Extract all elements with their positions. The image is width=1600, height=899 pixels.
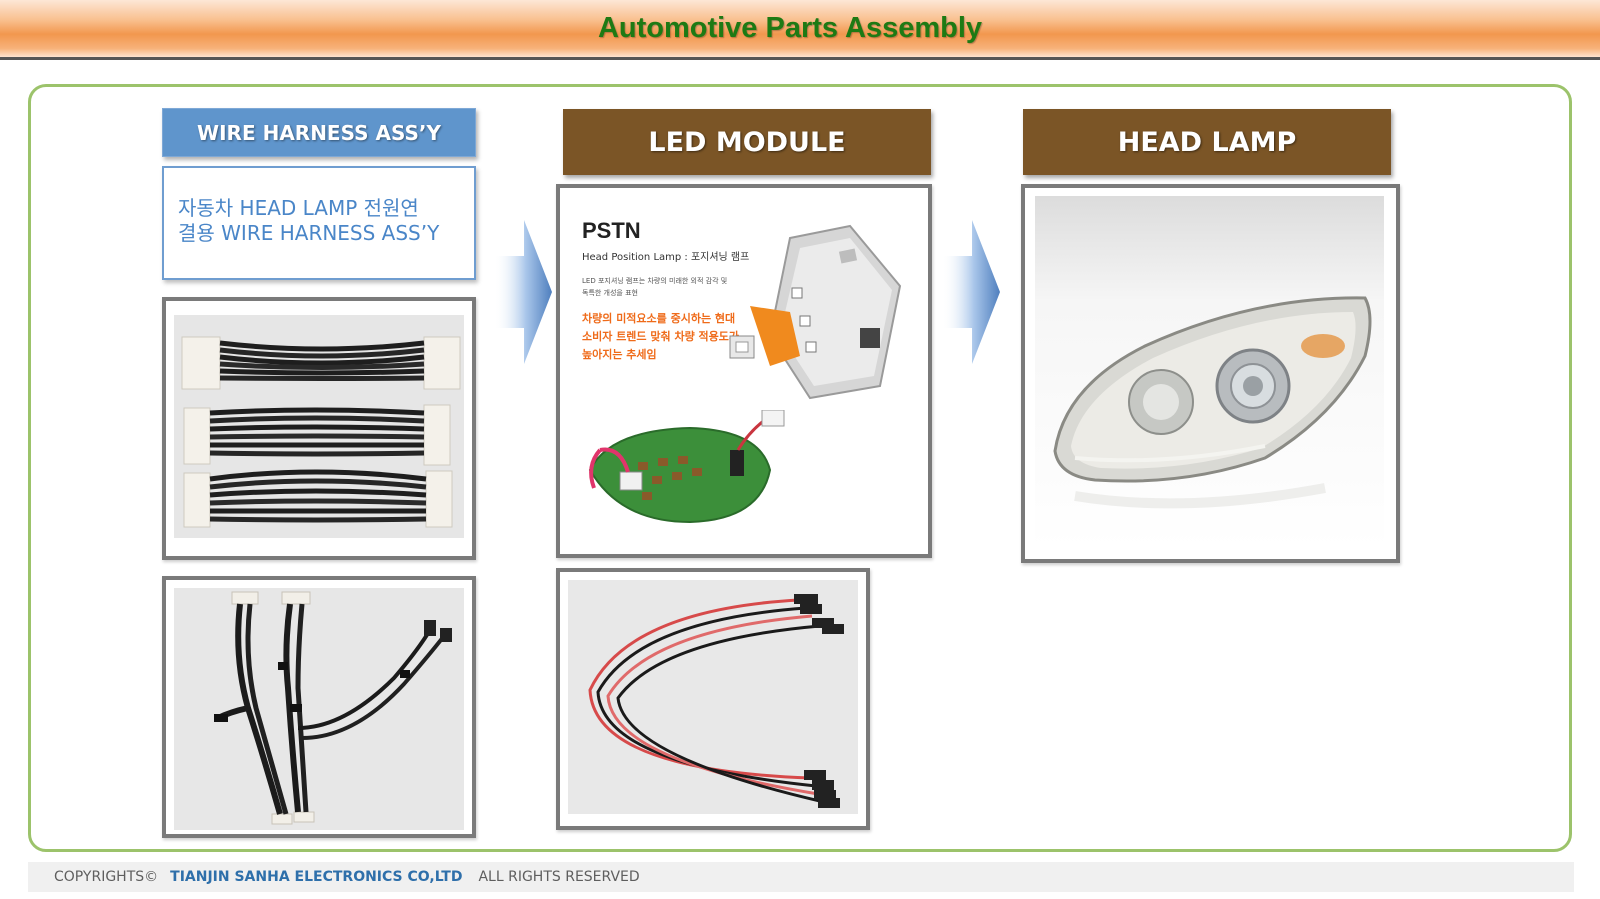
wire-harness-photo-frame-1 [162, 297, 476, 560]
brochure-heading: PSTN [582, 218, 641, 243]
brochure-subheading: Head Position Lamp : 포지셔닝 램프 [582, 252, 750, 263]
led-pcb-illustration [588, 410, 785, 524]
head-lamp-label: HEAD LAMP [1023, 109, 1391, 175]
footer-rights: ALL RIGHTS RESERVED [478, 869, 640, 885]
brochure-note-line2: 독특한 개성을 표현 [582, 289, 638, 297]
brochure-highlight-line2: 소비자 트렌드 맞춰 차량 적용도가 [582, 330, 739, 343]
harness-bundle-1 [181, 336, 461, 390]
harness-bundle-2 [183, 404, 451, 466]
led-cable-photo [568, 580, 858, 814]
led-board-illustration [729, 224, 902, 400]
led-module-photo-frame-2 [556, 568, 870, 830]
head-lamp-photo [1035, 196, 1384, 549]
head-lamp-photo-frame [1021, 184, 1400, 563]
wire-harness-description: 자동차 HEAD LAMP 전원연 결용 WIRE HARNESS ASS’Y [162, 166, 476, 280]
wire-harness-branched-photo [174, 588, 464, 830]
wire-harness-description-line2: 결용 WIRE HARNESS ASS’Y [178, 221, 440, 245]
footer-copyright: COPYRIGHTS© [54, 869, 159, 885]
led-module-label: LED MODULE [563, 109, 931, 175]
brochure-highlight-line3: 높아지는 추세임 [582, 348, 657, 361]
arrow-right-icon [494, 220, 552, 364]
title-bar: Automotive Parts Assembly [0, 0, 1600, 60]
led-module-brochure: PSTN Head Position Lamp : 포지셔닝 램프 LED 포지… [560, 188, 928, 554]
wire-harness-description-line1: 자동차 HEAD LAMP 전원연 [178, 196, 419, 220]
wire-harness-bundles-photo [174, 315, 464, 538]
brochure-highlight-line1: 차량의 미적요소를 중시하는 현대 [582, 312, 736, 325]
brochure-note-line1: LED 포지셔닝 램프는 차량의 미래한 외적 감각 및 [582, 277, 728, 285]
page-title: Automotive Parts Assembly [597, 12, 983, 44]
footer-company: TIANJIN SANHA ELECTRONICS CO,LTD [170, 869, 463, 885]
arrow-right-icon [942, 220, 1000, 364]
harness-bundle-3 [183, 469, 453, 528]
led-module-photo-frame-1: PSTN Head Position Lamp : 포지셔닝 램프 LED 포지… [556, 184, 932, 558]
wire-harness-label: WIRE HARNESS ASS’Y [162, 108, 476, 157]
wire-harness-photo-frame-2 [162, 576, 476, 838]
footer: COPYRIGHTS© TIANJIN SANHA ELECTRONICS CO… [28, 862, 1574, 892]
